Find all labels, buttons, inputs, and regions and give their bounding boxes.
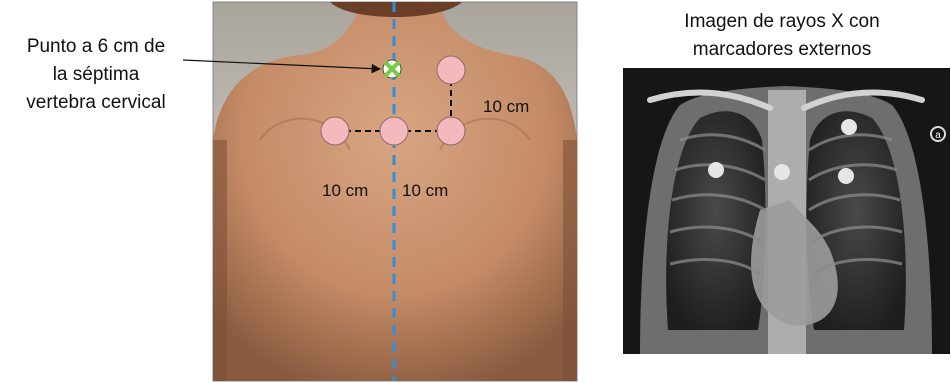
xray-image: a [623,68,950,354]
left-measure-label: 10 cm [322,181,368,200]
xray-marker-right [838,168,854,184]
annotation-line-2: la séptima [53,64,140,85]
marker-right [437,117,465,145]
xray-title-line-2: marcadores externos [693,39,871,60]
annotation-line-1: Punto a 6 cm de [27,36,165,57]
annotation-line-3: vertebra cervical [26,92,165,113]
xray-marker-upper-right [841,119,857,135]
xray-marker-center [774,164,790,180]
vertical-measure-label: 10 cm [483,97,529,116]
xray-orientation-letter: a [935,130,941,141]
marker-left [321,117,349,145]
x-mark-icon [383,60,401,78]
xray-title-line-1: Imagen de rayos X con [684,11,879,32]
right-measure-label: 10 cm [402,181,448,200]
left-annotation: Punto a 6 cm de la séptima vertebra cerv… [26,36,165,113]
right-title: Imagen de rayos X con marcadores externo… [684,11,879,60]
marker-center [380,117,408,145]
marker-upper-right [437,56,465,84]
xray-marker-left [708,162,724,178]
